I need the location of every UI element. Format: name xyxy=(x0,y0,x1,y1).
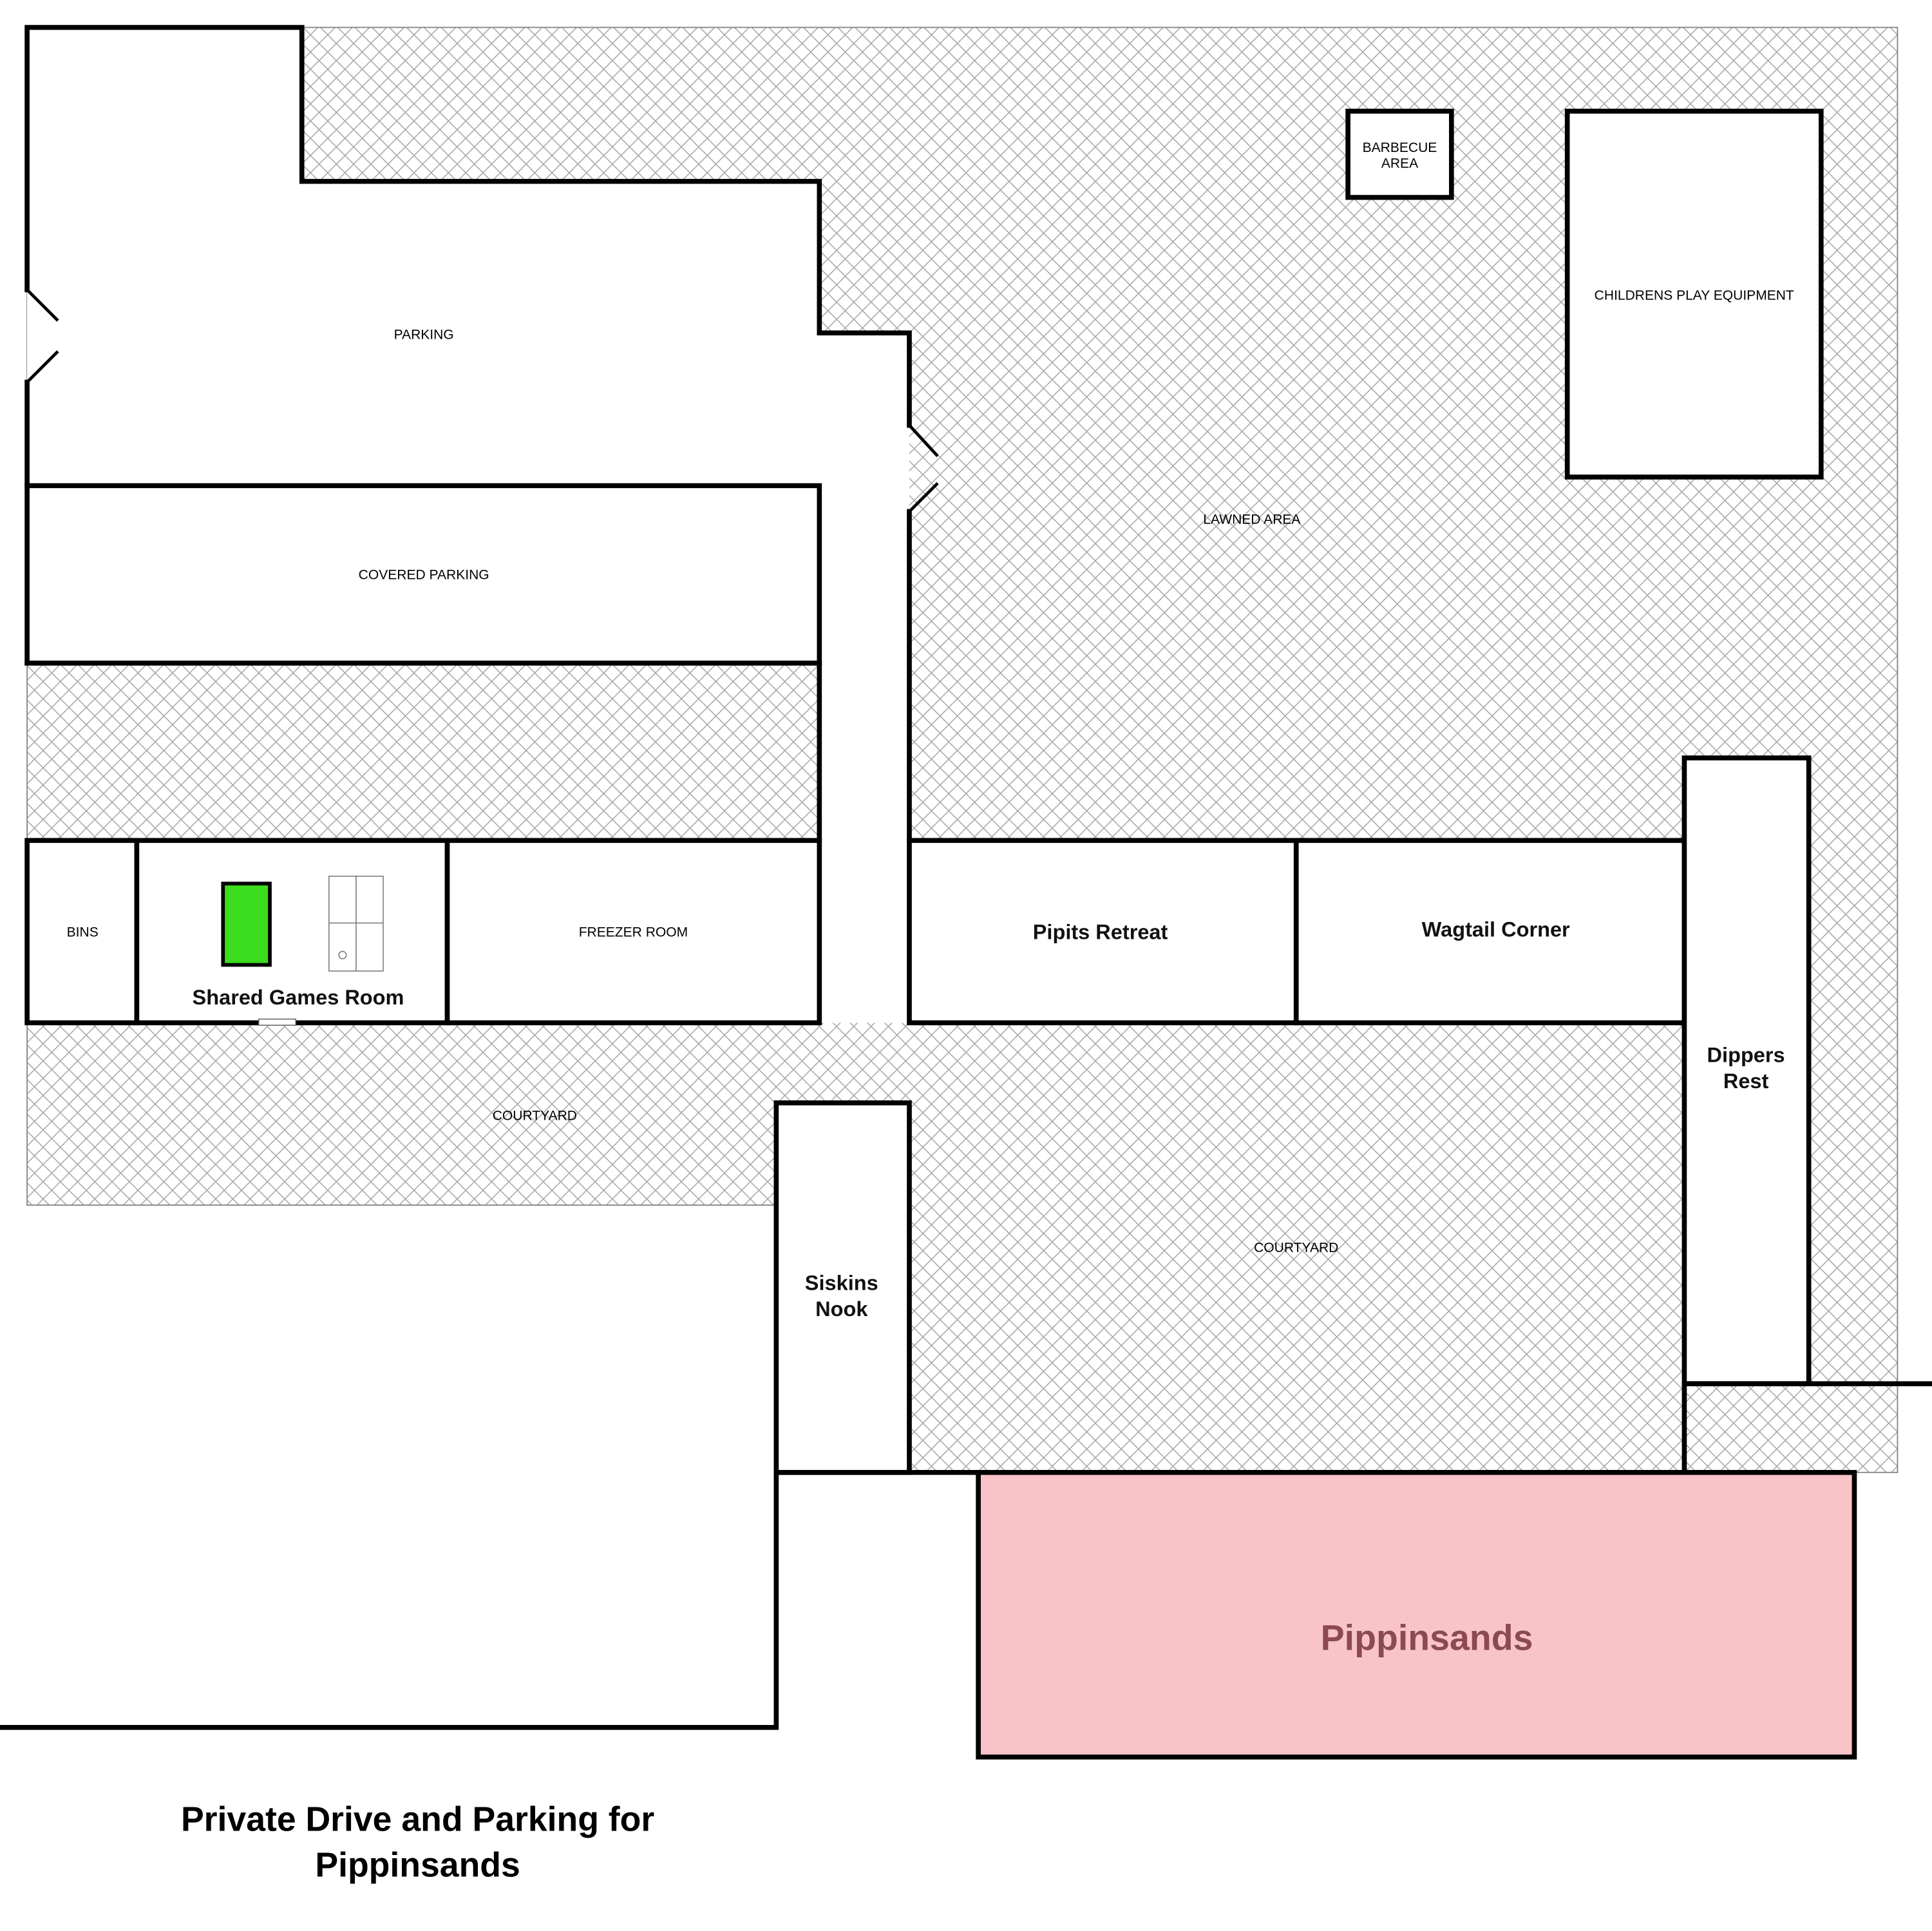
childrens-play-area xyxy=(1564,108,1824,480)
dippers-rest-label-2: Rest xyxy=(1723,1069,1769,1093)
dippers-rest-label: Dippers xyxy=(1707,1044,1785,1067)
covered-parking-label: COVERED PARKING xyxy=(359,568,489,583)
dippers-rest-room xyxy=(1681,755,1812,1386)
bins-room xyxy=(24,838,140,1026)
pipits-retreat-label: Pipits Retreat xyxy=(1033,920,1168,943)
boundary-wall xyxy=(0,1469,779,1730)
parking-wall xyxy=(24,24,912,428)
pippinsands-building xyxy=(976,1469,1857,1760)
pippinsands-label: Pippinsands xyxy=(1321,1617,1533,1657)
freezer-room-label: FREEZER ROOM xyxy=(579,925,688,940)
wall xyxy=(1681,1381,1932,1475)
parking-label: PARKING xyxy=(394,328,454,343)
barbecue-area xyxy=(1345,108,1454,200)
barbecue-label: BARBECUE xyxy=(1363,140,1437,155)
childrens-play-label: CHILDRENS PLAY EQUIPMENT xyxy=(1595,288,1794,303)
lawned-area-label: LAWNED AREA xyxy=(1203,513,1300,527)
table-tennis-icon xyxy=(328,876,384,972)
pool-table-icon xyxy=(221,881,272,967)
courtyard-west-label: COURTYARD xyxy=(493,1109,577,1124)
bins-label: BINS xyxy=(67,925,99,940)
siskins-nook-room xyxy=(773,1100,912,1475)
plan-title: Private Drive and Parking for xyxy=(181,1801,654,1839)
barbecue-label-2: AREA xyxy=(1381,156,1418,171)
games-room-door xyxy=(258,1018,296,1026)
siskins-nook-label-2: Nook xyxy=(815,1297,868,1321)
plan-title-2: Pippinsands xyxy=(315,1846,520,1884)
siskins-nook-label: Siskins xyxy=(805,1272,878,1295)
covered-parking xyxy=(24,483,822,666)
courtyard-east-label: COURTYARD xyxy=(1254,1240,1338,1255)
gate-icon xyxy=(26,288,939,513)
shared-games-room-label: Shared Games Room xyxy=(193,986,404,1009)
freezer-room xyxy=(444,838,822,1026)
wagtail-corner-label: Wagtail Corner xyxy=(1422,918,1570,941)
